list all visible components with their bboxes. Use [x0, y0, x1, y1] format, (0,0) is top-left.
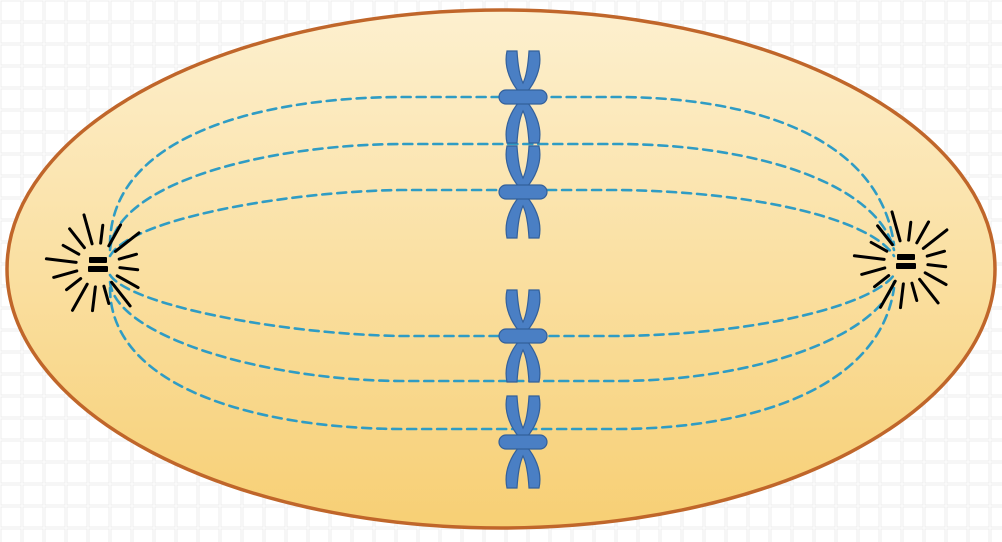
cell-membrane — [7, 10, 995, 528]
aster-ray-icon — [120, 268, 138, 270]
centriole — [897, 254, 915, 260]
aster-ray-icon — [928, 265, 946, 267]
centromere — [499, 435, 547, 449]
aster-ray-icon — [101, 225, 103, 243]
centriole — [896, 263, 916, 269]
centriole — [89, 257, 107, 263]
centromere — [499, 329, 547, 343]
centromere — [499, 185, 547, 199]
centriole — [88, 266, 108, 272]
centromere — [499, 90, 547, 104]
aster-ray-icon — [909, 222, 911, 240]
